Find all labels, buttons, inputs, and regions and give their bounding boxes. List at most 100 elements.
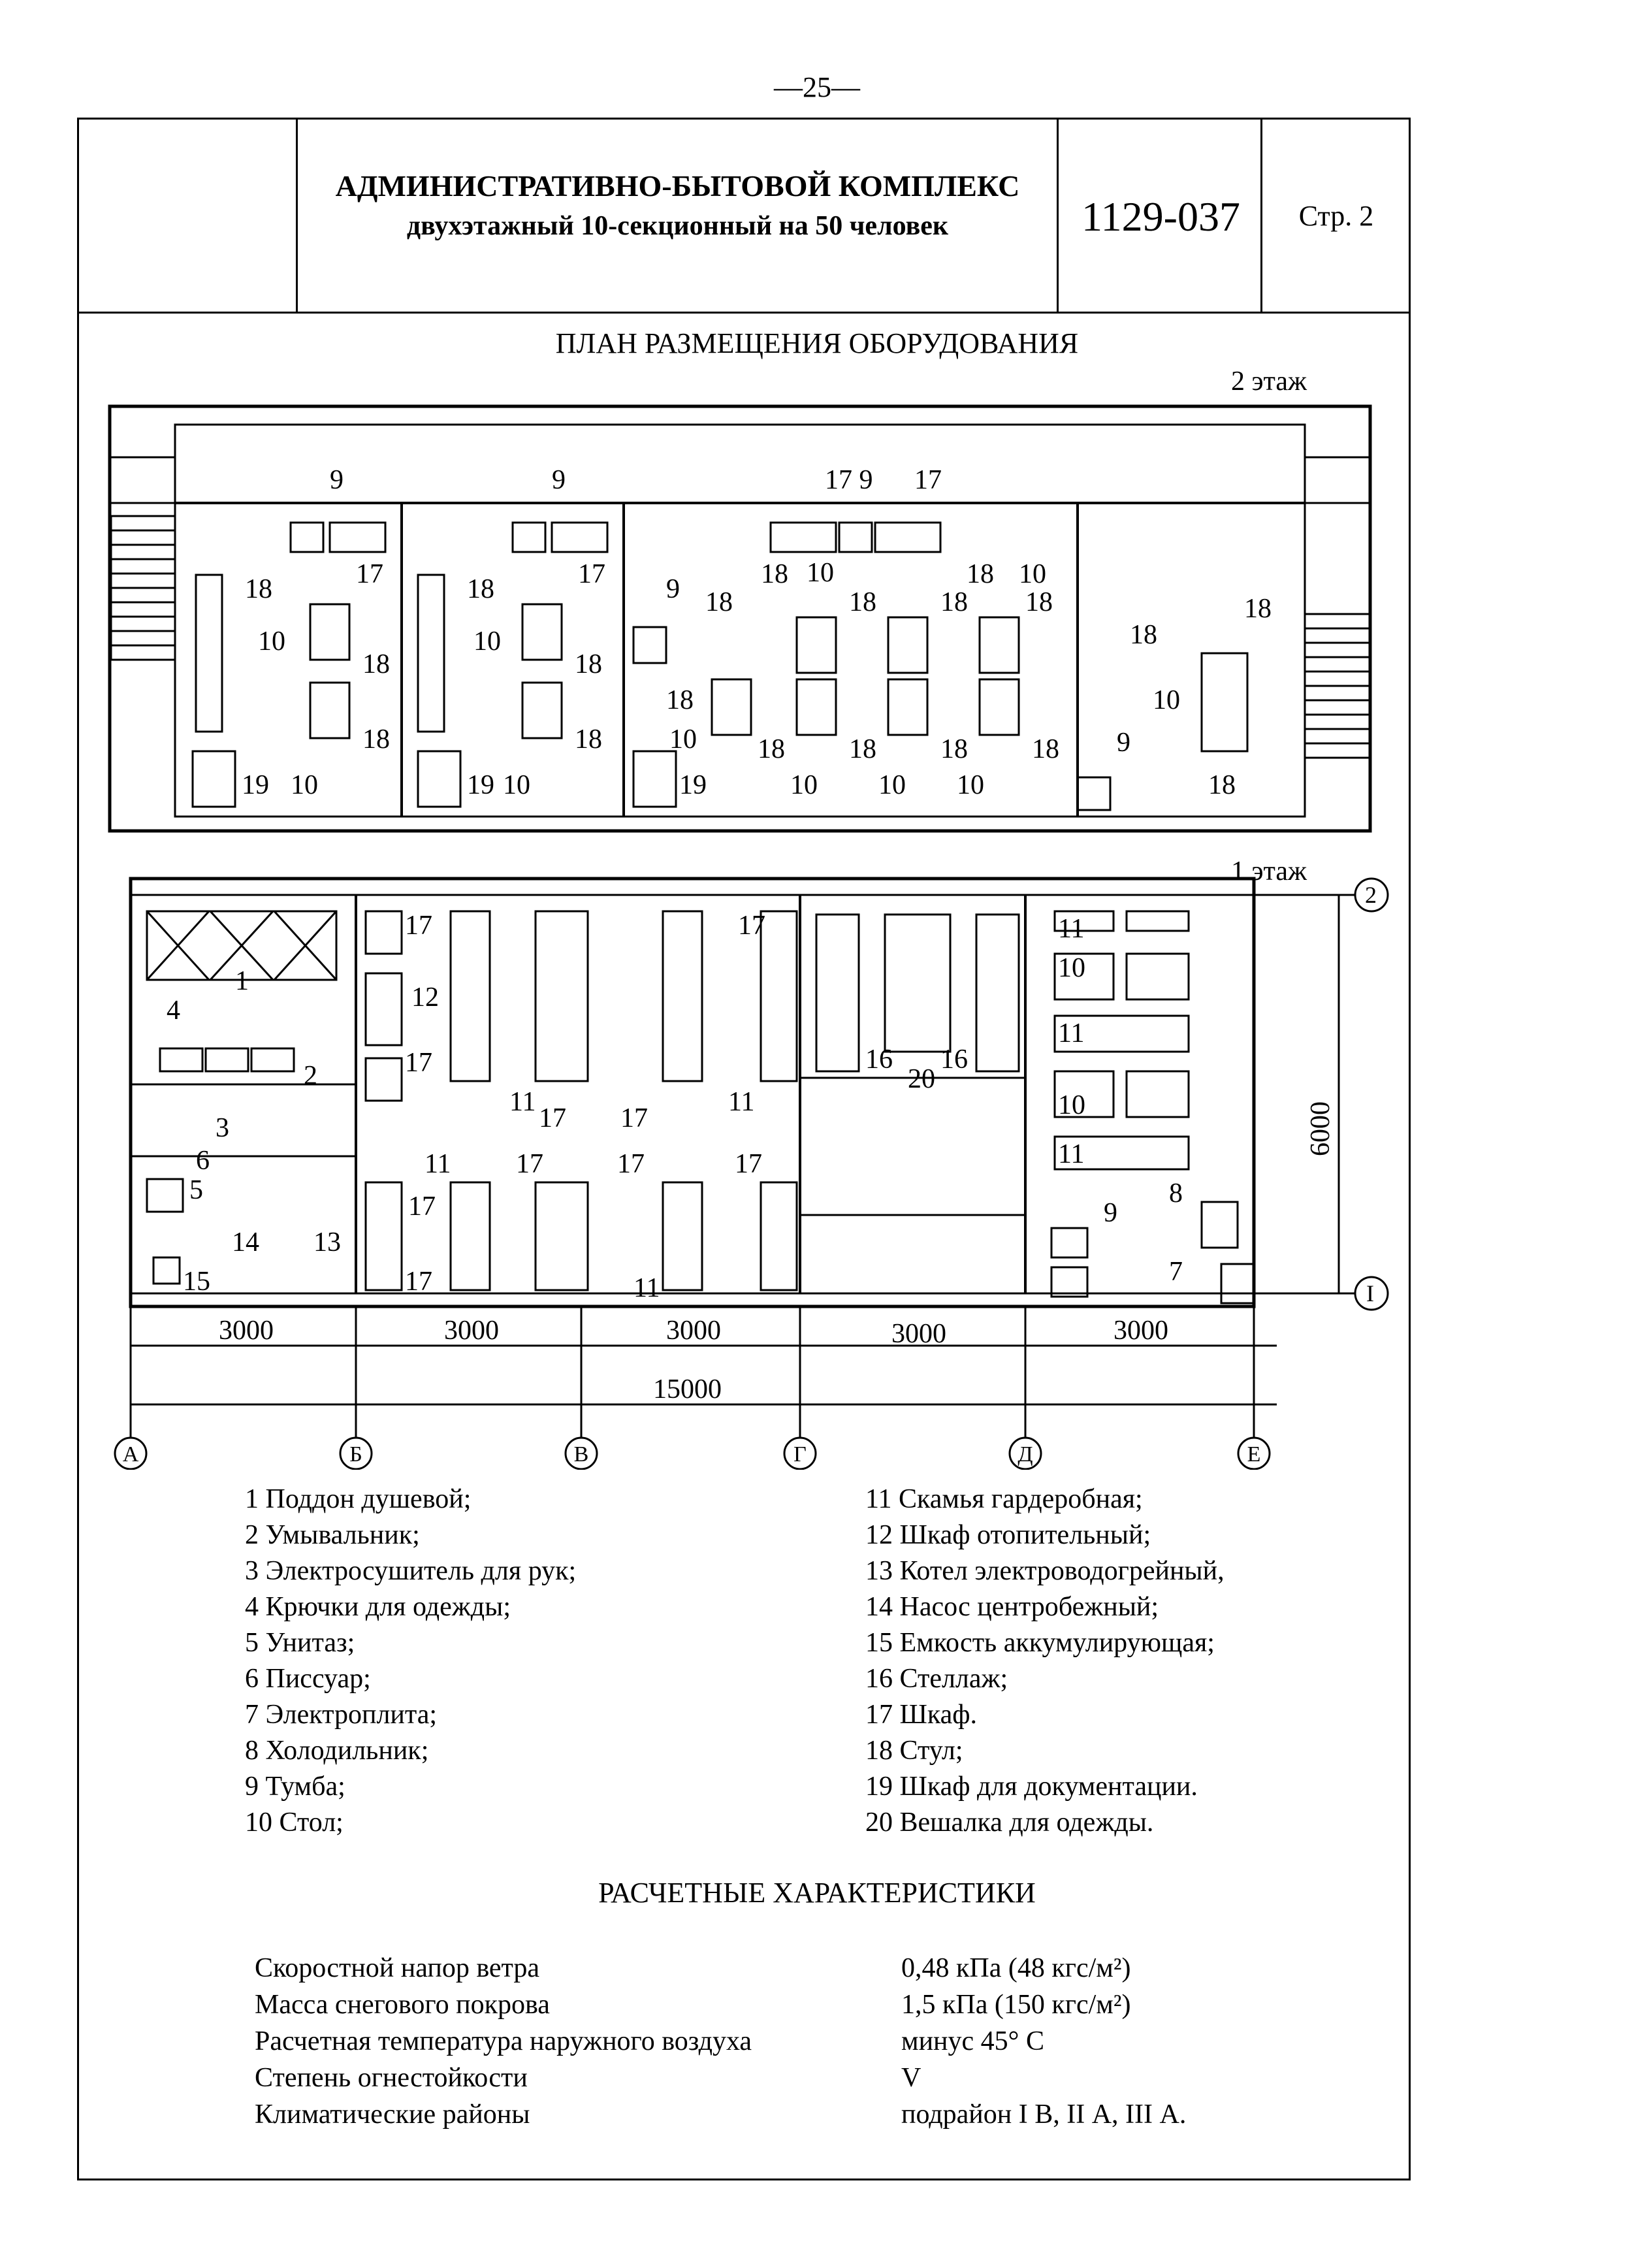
svg-text:10: 10 (807, 558, 834, 588)
legend-item: 19 Шкаф для документации. (865, 1772, 1198, 1802)
svg-text:16: 16 (865, 1045, 893, 1075)
drawing-frame (77, 118, 1411, 2180)
dimension-span: 3000 (1113, 1316, 1168, 1346)
svg-text:11: 11 (1058, 1018, 1084, 1048)
svg-text:3: 3 (216, 1113, 229, 1143)
svg-text:10: 10 (1153, 685, 1180, 715)
plan-title: ПЛАН РАЗМЕЩЕНИЯ ОБОРУДОВАНИЯ (555, 327, 1079, 359)
legend-item: 13 Котел электроводогрейный, (865, 1556, 1225, 1586)
svg-text:12: 12 (411, 982, 439, 1012)
svg-text:10: 10 (503, 770, 530, 800)
legend-item: 6 Писсуар; (245, 1664, 371, 1694)
svg-text:18: 18 (1208, 770, 1236, 800)
svg-text:17: 17 (408, 1191, 436, 1222)
svg-text:18: 18 (245, 574, 272, 604)
svg-text:20: 20 (908, 1064, 935, 1094)
svg-text:10: 10 (1019, 559, 1046, 589)
spec-value: 1,5 кПа (150 кгс/м²) (901, 1990, 1131, 2020)
legend-item: 5 Унитаз; (245, 1628, 355, 1658)
svg-text:17: 17 (516, 1149, 543, 1179)
spec-label: Климатические районы (255, 2099, 530, 2130)
title-block-divider (296, 118, 298, 314)
legend-item: 4 Крючки для одежды; (245, 1592, 511, 1622)
svg-text:17: 17 (405, 911, 432, 941)
dimension-span: 3000 (666, 1316, 721, 1346)
spec-label: Скоростной напор ветра (255, 1953, 540, 1983)
legend-item: 14 Насос центробежный; (865, 1592, 1159, 1622)
svg-text:8: 8 (1169, 1178, 1183, 1208)
title-block (77, 118, 1411, 314)
legend-item: 10 Стол; (245, 1807, 344, 1838)
svg-text:17: 17 (405, 1048, 432, 1078)
svg-text:14: 14 (232, 1227, 259, 1257)
spec-value: 0,48 кПа (48 кгс/м²) (901, 1953, 1131, 1983)
svg-text:11: 11 (633, 1273, 660, 1303)
legend-item: 16 Стеллаж; (865, 1664, 1008, 1694)
spec-label: Расчетная температура наружного воздуха (255, 2026, 752, 2056)
svg-text:18: 18 (849, 587, 876, 617)
page-number: —25— (774, 71, 860, 103)
svg-text:18: 18 (575, 724, 602, 754)
svg-text:18: 18 (362, 649, 390, 679)
svg-text:18: 18 (1244, 594, 1272, 624)
svg-text:5: 5 (189, 1175, 203, 1205)
spec-label: Масса снегового покрова (255, 1990, 550, 2020)
legend-item: 1 Поддон душевой; (245, 1484, 472, 1514)
title-block-divider (1260, 118, 1262, 314)
svg-text:9: 9 (330, 465, 344, 495)
svg-text:10: 10 (1058, 953, 1085, 983)
axis-number-bottom: I (1366, 1280, 1374, 1306)
svg-text:17: 17 (914, 465, 942, 495)
svg-text:17: 17 (578, 559, 605, 589)
svg-text:18: 18 (1130, 620, 1157, 650)
spec-value: подрайон I В, II А, III А. (901, 2099, 1187, 2130)
svg-text:18: 18 (362, 724, 390, 754)
svg-text:17 9: 17 9 (825, 465, 873, 495)
project-code: 1129-037 (1081, 193, 1240, 240)
dimension-total: 15000 (653, 1374, 722, 1404)
legend-item: 20 Вешалка для одежды. (865, 1807, 1154, 1838)
svg-text:9: 9 (552, 465, 566, 495)
svg-text:11: 11 (509, 1087, 536, 1117)
dimension-span: 3000 (444, 1316, 499, 1346)
svg-text:17: 17 (405, 1267, 432, 1297)
title-block-divider (1057, 118, 1059, 314)
svg-text:10: 10 (957, 770, 984, 800)
svg-text:19: 19 (242, 770, 269, 800)
svg-text:10: 10 (1058, 1090, 1085, 1120)
svg-text:13: 13 (313, 1227, 341, 1257)
floor1-label: 1 этаж (1231, 856, 1307, 886)
svg-text:18: 18 (940, 587, 968, 617)
specs-title: РАСЧЕТНЫЕ ХАРАКТЕРИСТИКИ (598, 1877, 1036, 1909)
svg-text:11: 11 (1058, 1139, 1084, 1169)
svg-text:10: 10 (291, 770, 318, 800)
svg-text:18: 18 (967, 559, 994, 589)
svg-text:2: 2 (304, 1061, 317, 1091)
svg-text:9: 9 (1104, 1198, 1117, 1228)
svg-text:1: 1 (235, 966, 249, 996)
svg-text:7: 7 (1169, 1257, 1183, 1287)
svg-text:18: 18 (758, 734, 785, 764)
spec-label: Степень огнестойкости (255, 2063, 528, 2093)
svg-text:10: 10 (878, 770, 906, 800)
axis-label-e: Е (1247, 1442, 1261, 1466)
svg-text:17: 17 (356, 559, 383, 589)
svg-text:15: 15 (183, 1267, 210, 1297)
svg-text:17: 17 (539, 1103, 566, 1133)
spec-labels: Скоростной напор ветра Масса снегового п… (255, 1950, 752, 2133)
svg-text:10: 10 (790, 770, 818, 800)
dimension-span: 3000 (219, 1316, 274, 1346)
svg-text:10: 10 (258, 626, 285, 656)
document-subtitle: двухэтажный 10-секционный на 50 человек (406, 211, 949, 241)
legend-item: 15 Емкость аккумулирующая; (865, 1628, 1215, 1658)
legend-left: 1 Поддон душевой; 2 Умывальник; 3 Электр… (245, 1482, 576, 1841)
svg-text:18: 18 (761, 559, 788, 589)
axis-label-a: А (123, 1442, 139, 1466)
legend-item: 12 Шкаф отопительный; (865, 1520, 1151, 1550)
legend-item: 2 Умывальник; (245, 1520, 420, 1550)
legend-item: 11 Скамья гардеробная; (865, 1484, 1143, 1514)
sheet-number: Стр. 2 (1298, 200, 1374, 232)
legend-item: 3 Электросушитель для рук; (245, 1556, 577, 1586)
dimension-lines (129, 1306, 1277, 1437)
document-title: АДМИНИСТРАТИВНО-БЫТОВОЙ КОМПЛЕКС (335, 169, 1020, 202)
